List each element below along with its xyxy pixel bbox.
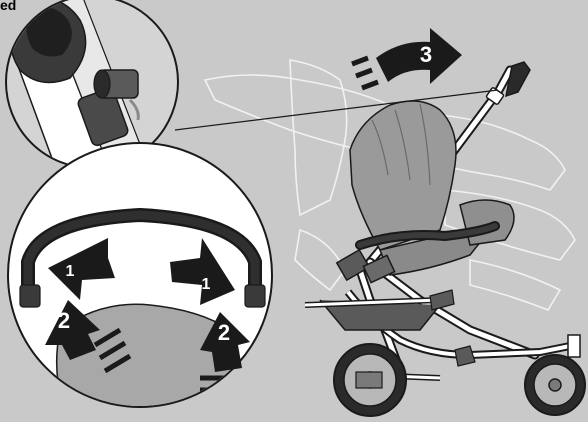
right-bumper-clip (245, 285, 265, 307)
front-fork (568, 335, 580, 357)
step-3-arrow: 3 (352, 28, 462, 88)
top-fragment-text: ed (0, 0, 16, 13)
step-2-left-label: 2 (58, 308, 70, 333)
step-1-left-label: 1 (66, 263, 75, 280)
detail-callout-large: 1 1 2 2 (8, 143, 272, 420)
step-1-right-label: 1 (202, 276, 211, 293)
front-wheel (525, 355, 585, 415)
step-3-label: 3 (420, 42, 432, 67)
left-bumper-clip (20, 285, 40, 307)
rear-wheel (334, 344, 406, 416)
motion-lines-icon (352, 58, 378, 88)
step-2-right-label: 2 (218, 320, 230, 345)
